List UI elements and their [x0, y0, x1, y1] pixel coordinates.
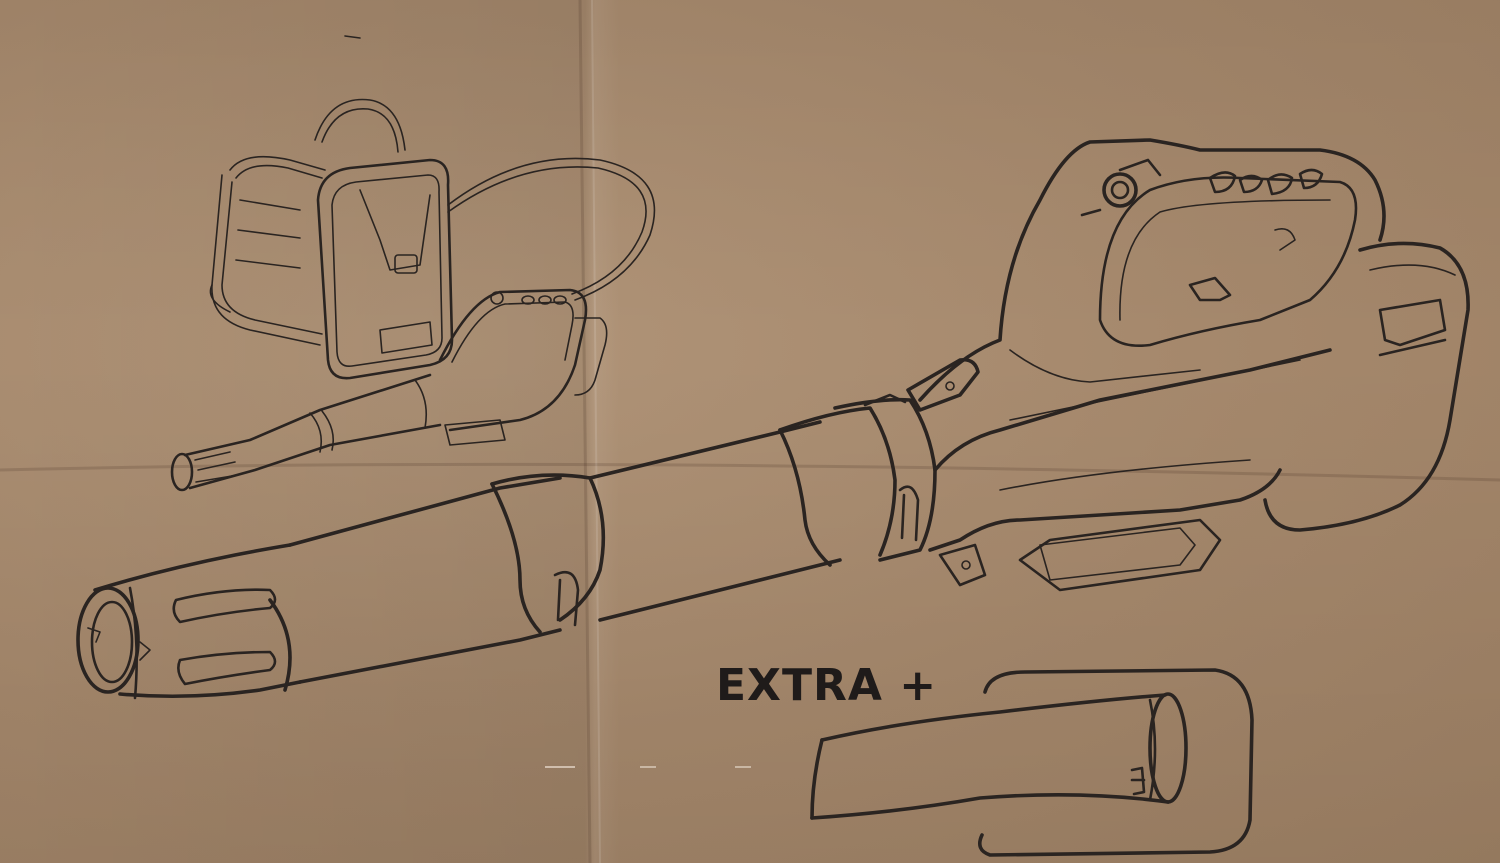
small-blower-drawing	[170, 288, 608, 492]
extra-nozzle-drawing	[810, 668, 1254, 857]
box-fold-highlight	[591, 0, 601, 863]
speed-knob	[1102, 172, 1138, 208]
extra-nozzle-bracket	[978, 668, 1254, 857]
box-fold-vertical	[578, 0, 592, 863]
box-fold-horizontal	[0, 462, 1500, 482]
print-mark	[344, 35, 361, 39]
nozzle-opening	[76, 586, 140, 694]
large-blower-drawing	[76, 138, 1470, 700]
backpack-battery-drawing	[209, 98, 656, 380]
extra-label: EXTRA +	[716, 660, 938, 711]
